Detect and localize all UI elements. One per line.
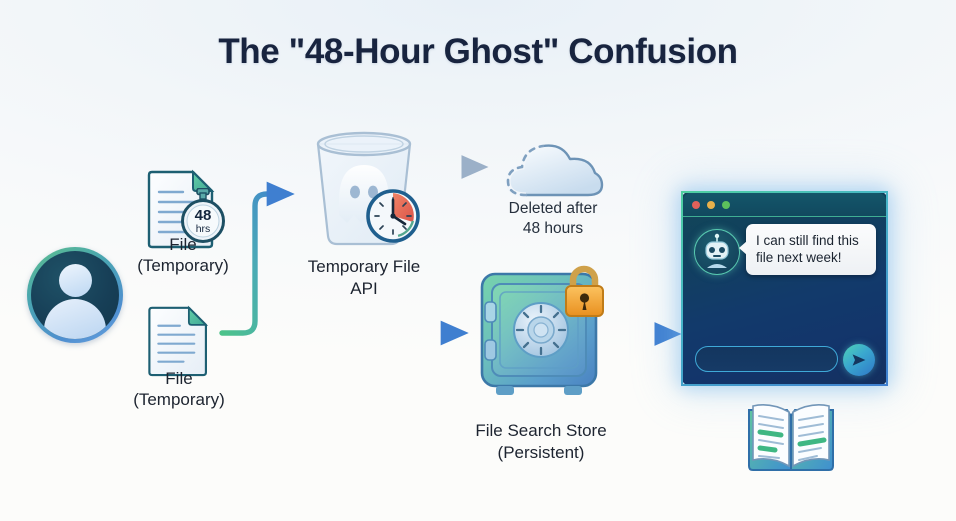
file-1-label-line2: (Temporary) [137, 256, 229, 275]
cloud-dissolving-icon [505, 143, 604, 198]
stopwatch-value: 48 [195, 207, 212, 224]
temp-api-label-line1: Temporary File [307, 257, 421, 276]
chat-message-bubble: I can still find this file next week! [739, 224, 876, 275]
chat-titlebar [683, 193, 886, 217]
deleted-cloud-label-line1: Deleted after [508, 200, 598, 217]
chat-window[interactable]: I can still find this file next week! [681, 191, 888, 386]
robot-avatar-icon [694, 229, 740, 275]
file-document-icon [148, 305, 209, 377]
chat-input[interactable] [695, 346, 838, 372]
store-label-line1: File Search Store [475, 421, 607, 440]
stopwatch-unit: hrs [196, 223, 211, 235]
safe-vault-icon [480, 265, 604, 395]
send-paper-plane-icon[interactable] [843, 344, 875, 376]
close-icon[interactable] [692, 200, 700, 209]
page-title: The "48-Hour Ghost" Confusion [218, 32, 738, 71]
file-1-label-line1: File [169, 235, 197, 254]
file-2-label-line1: File [165, 369, 193, 388]
stopwatch-icon: 48 hrs [181, 188, 225, 243]
padlock-icon [565, 265, 604, 317]
open-book-icon [748, 404, 834, 471]
trash-bin-ghost-icon [316, 131, 420, 246]
store-label-line2: (Persistent) [497, 443, 585, 462]
temp-api-label-line2: API [350, 279, 378, 298]
maximize-icon[interactable] [722, 200, 730, 209]
deleted-cloud-label-line2: 48 hours [522, 220, 584, 237]
file-2-label-line2: (Temporary) [133, 390, 225, 409]
user-avatar [27, 247, 123, 343]
minimize-icon[interactable] [707, 200, 715, 209]
person-icon [31, 251, 119, 339]
